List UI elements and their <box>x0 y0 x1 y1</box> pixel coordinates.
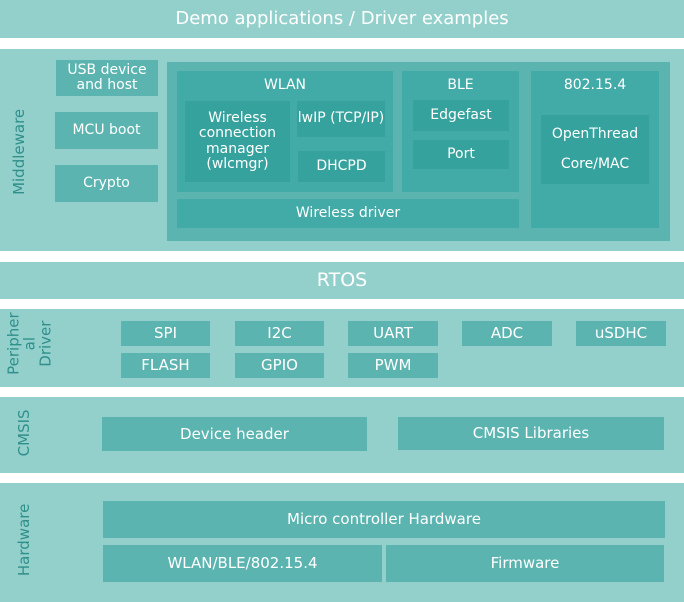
device-header-box: Device header <box>102 417 367 451</box>
peripheral-driver-layer <box>0 309 684 387</box>
mcu-hardware-box: Micro controller Hardware <box>103 501 665 538</box>
wlan-title: WLAN <box>263 77 306 93</box>
radio-box: WLAN/BLE/802.15.4 <box>103 545 382 582</box>
openthread-box: OpenThread Core/MAC <box>541 115 649 184</box>
demo-applications-layer: Demo applications / Driver examples <box>0 0 684 38</box>
rtos-layer: RTOS <box>0 262 684 299</box>
uart-box: UART <box>348 321 438 346</box>
dhcpd-box: DHCPD <box>298 151 385 182</box>
wlcmgr-box: Wireless connection manager (wlcmgr) <box>185 101 290 182</box>
wireless-driver-box: Wireless driver <box>177 199 519 228</box>
i2c-box: I2C <box>235 321 324 346</box>
cmsis-libraries-box: CMSIS Libraries <box>398 417 664 450</box>
usb-box: USB device and host <box>56 60 158 96</box>
ble-title: BLE <box>447 77 474 93</box>
lwip-box: lwIP (TCP/IP) <box>297 101 385 137</box>
firmware-box: Firmware <box>386 545 664 582</box>
usdhc-box: uSDHC <box>576 321 666 346</box>
coremac-label: Core/MAC <box>560 155 630 172</box>
openthread-label: OpenThread <box>551 126 639 143</box>
mcu-boot-box: MCU boot <box>55 112 158 149</box>
gpio-box: GPIO <box>235 353 324 378</box>
pwm-box: PWM <box>348 353 438 378</box>
edgefast-box: Edgefast <box>413 100 509 131</box>
cmsis-label: CMSIS <box>15 409 34 457</box>
adc-box: ADC <box>462 321 552 346</box>
flash-box: FLASH <box>121 353 210 378</box>
label-line: Driver <box>35 320 54 367</box>
ieee802154-title: 802.15.4 <box>563 77 627 93</box>
middleware-label: Middleware <box>10 108 29 195</box>
crypto-box: Crypto <box>55 165 158 202</box>
hardware-label: Hardware <box>15 503 34 577</box>
ble-box <box>402 71 519 192</box>
spi-box: SPI <box>121 321 210 346</box>
port-box: Port <box>413 140 509 169</box>
